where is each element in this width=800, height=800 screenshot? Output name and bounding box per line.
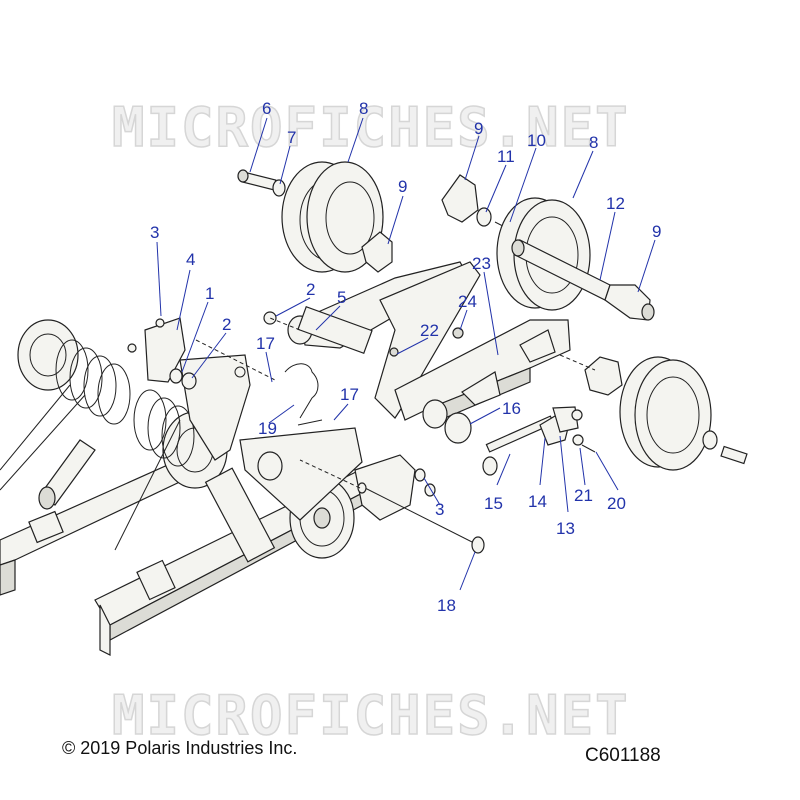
callout-5: 5 (337, 288, 346, 307)
lower-parts (127, 317, 485, 554)
upper-right-wheel-group (441, 174, 655, 321)
callout-3-lower: 3 (435, 500, 444, 519)
assembly-lines (195, 317, 596, 489)
callout-17-center: 17 (340, 385, 359, 404)
callout-2-left: 2 (222, 315, 231, 334)
callout-9-right: 9 (652, 222, 661, 241)
callout-7: 7 (287, 128, 296, 147)
copyright-text: © 2019 Polaris Industries Inc. (62, 738, 298, 758)
callout-4: 4 (186, 250, 195, 269)
left-rail-assembly (0, 319, 373, 656)
callout-17-left: 17 (256, 334, 275, 353)
callout-12: 12 (606, 194, 625, 213)
watermark-top: MICROFICHES.NET (112, 96, 630, 159)
callout-15: 15 (484, 494, 503, 513)
callout-23: 23 (472, 254, 491, 273)
callout-18: 18 (437, 596, 456, 615)
callout-9-upper-right: 9 (474, 119, 483, 138)
callout-8-upper-right: 8 (589, 133, 598, 152)
callout-21: 21 (574, 486, 593, 505)
rear-arm-assembly (263, 261, 571, 444)
callout-3-upper: 3 (150, 223, 159, 242)
callout-14: 14 (528, 492, 547, 511)
callout-13: 13 (556, 519, 575, 538)
figure-id: C601188 (585, 745, 661, 766)
watermark-bottom: MICROFICHES.NET (112, 684, 630, 747)
leader-lines (156, 117, 656, 591)
lower-right-wheel-group (482, 356, 748, 476)
callout-8-upper-left: 8 (359, 99, 368, 118)
callout-19: 19 (258, 419, 277, 438)
callout-1: 1 (205, 284, 214, 303)
callout-11: 11 (497, 147, 515, 166)
callout-20: 20 (607, 494, 626, 513)
upper-left-wheel-group (237, 161, 393, 273)
callout-22: 22 (420, 321, 439, 340)
callout-10: 10 (527, 131, 546, 150)
callout-6: 6 (262, 99, 271, 118)
callout-2-center: 2 (306, 280, 315, 299)
callout-9-upper-left: 9 (398, 177, 407, 196)
callout-24: 24 (458, 292, 477, 311)
callout-16: 16 (502, 399, 521, 418)
callouts: 6 7 8 9 9 11 10 8 12 9 3 4 1 2 2 5 17 19… (150, 99, 661, 615)
